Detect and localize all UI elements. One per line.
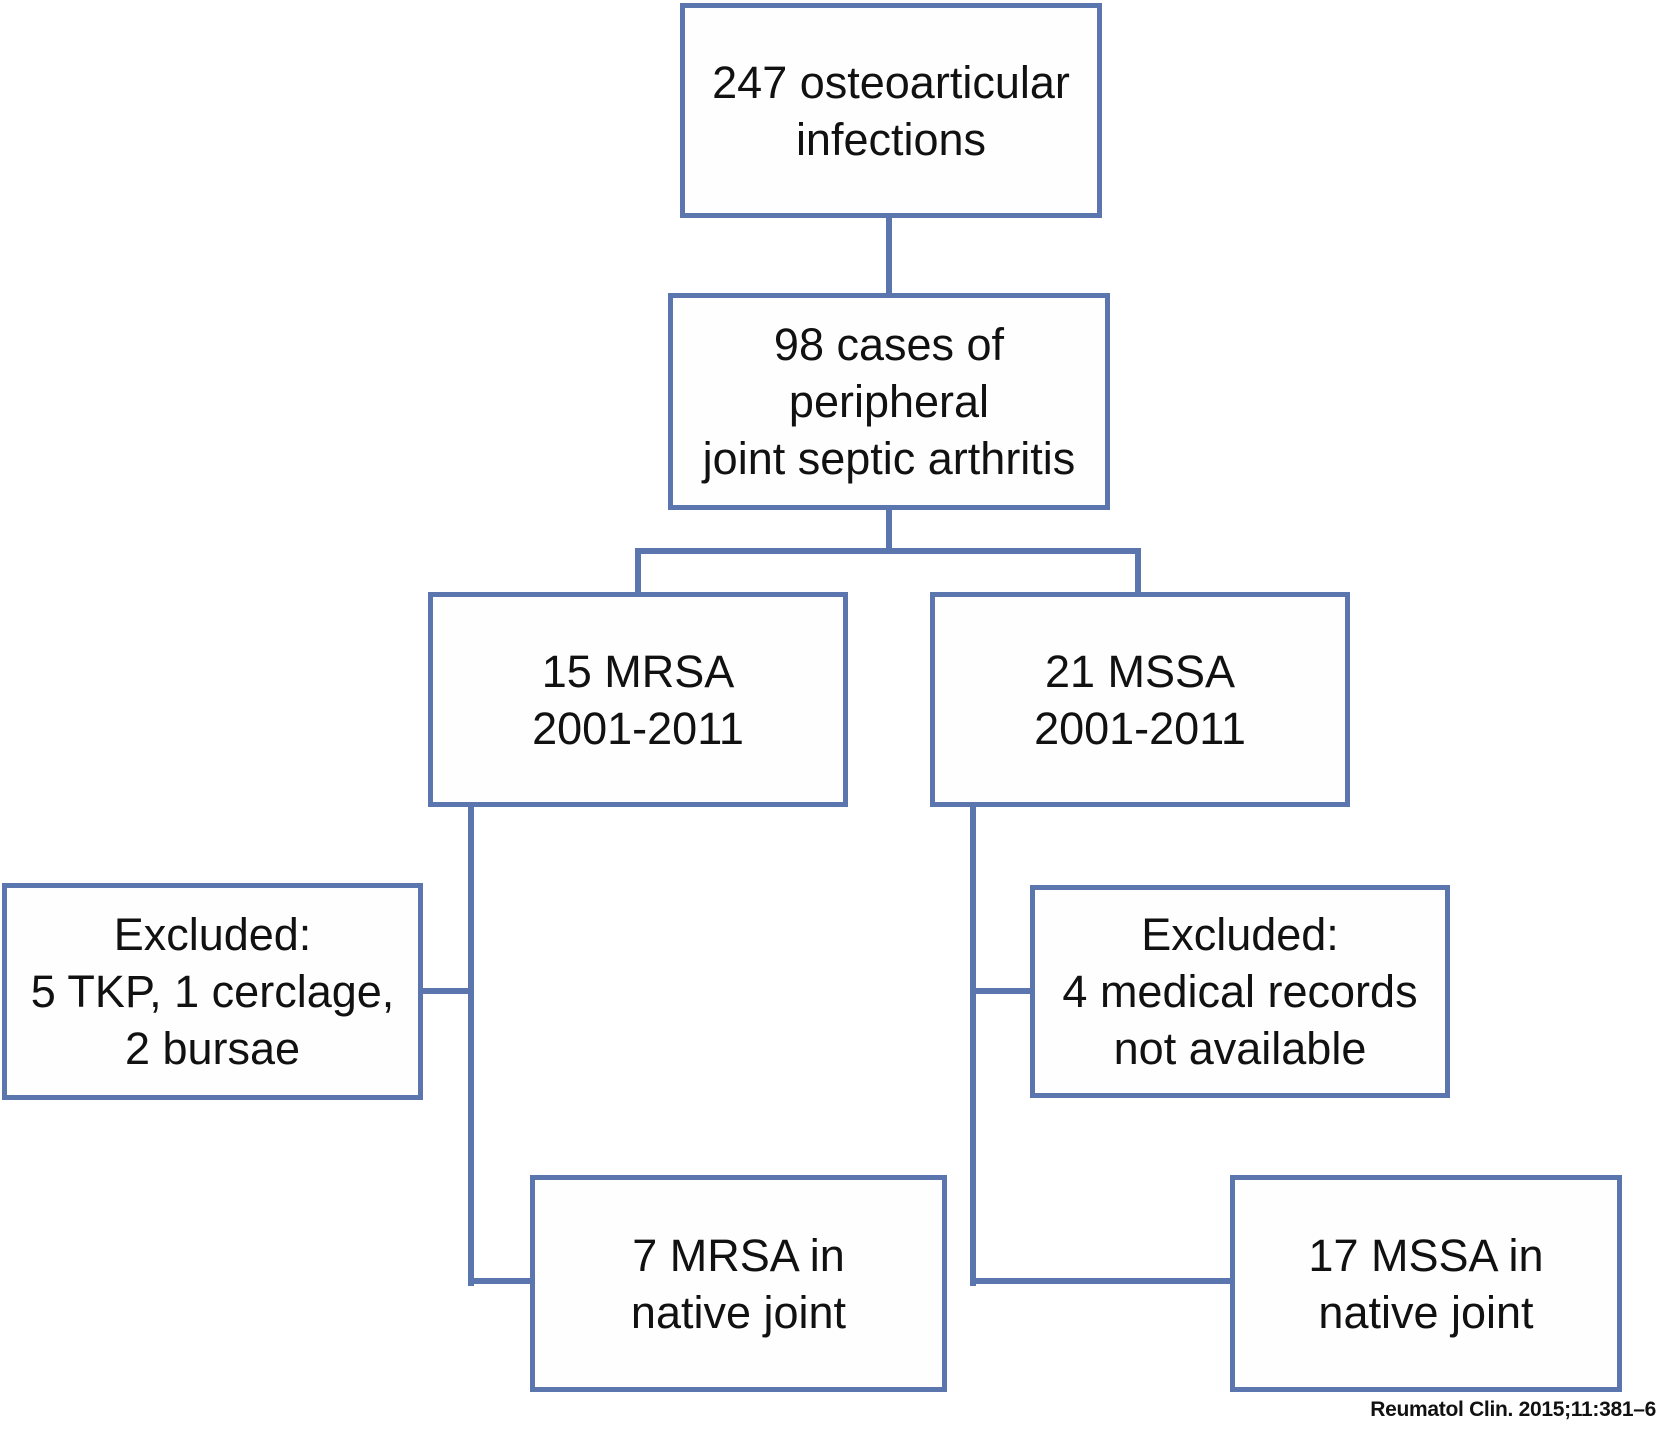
box-excluded-mssa: Excluded: 4 medical records not availabl… <box>1030 885 1450 1098</box>
box-osteoarticular-infections-line2: infections <box>795 113 987 165</box>
box-mssa-native-joint: 17 MSSA in native joint <box>1230 1175 1622 1392</box>
connector-excluded-mrsa-branch <box>420 988 472 994</box>
box-peripheral-septic-arthritis-line3: joint septic arthritis <box>702 433 1076 484</box>
box-mssa-2001-2011-line1: 21 MSSA <box>1044 645 1236 697</box>
box-mssa-native-joint-line1: 17 MSSA in <box>1308 1229 1544 1281</box>
box-mssa-native-joint-line2: native joint <box>1318 1286 1534 1338</box>
box-peripheral-septic-arthritis-line2: peripheral <box>788 376 990 427</box>
connector-split-horizontal <box>635 548 1141 554</box>
connector-mrsa-vertical <box>468 805 474 1286</box>
box-osteoarticular-infections-line1: 247 osteoarticular <box>712 56 1070 108</box>
connector-mssa-native-branch <box>972 1278 1234 1284</box>
connector-split-left-stub <box>635 548 641 594</box>
connector-total-to-peripheral <box>886 216 892 295</box>
box-mrsa-2001-2011: 15 MRSA 2001-2011 <box>428 592 848 807</box>
connector-mrsa-native-branch <box>470 1278 534 1284</box>
box-mrsa-2001-2011-line2: 2001-2011 <box>532 702 744 754</box>
box-mssa-2001-2011-line2: 2001-2011 <box>1034 702 1246 754</box>
box-excluded-mssa-line2: 4 medical records <box>1062 966 1418 1017</box>
connector-mssa-vertical <box>970 805 976 1286</box>
box-excluded-mrsa: Excluded: 5 TKP, 1 cerclage, 2 bursae <box>2 883 423 1100</box>
box-mrsa-native-joint: 7 MRSA in native joint <box>530 1175 947 1392</box>
box-mrsa-native-joint-line2: native joint <box>630 1286 847 1338</box>
box-mrsa-2001-2011-line1: 15 MRSA <box>541 645 735 697</box>
box-excluded-mssa-line3: not available <box>1113 1023 1367 1074</box>
box-excluded-mssa-line1: Excluded: <box>1141 909 1339 960</box>
citation: Reumatol Clin. 2015;11:381–6 <box>1370 1398 1656 1421</box>
box-excluded-mrsa-line2: 5 TKP, 1 cerclage, <box>30 966 395 1017</box>
box-peripheral-septic-arthritis: 98 cases of peripheral joint septic arth… <box>668 293 1110 510</box>
connector-split-right-stub <box>1135 548 1141 594</box>
box-excluded-mrsa-line3: 2 bursae <box>124 1023 301 1074</box>
box-osteoarticular-infections: 247 osteoarticular infections <box>680 3 1102 218</box>
box-peripheral-septic-arthritis-line1: 98 cases of <box>773 319 1005 370</box>
box-excluded-mrsa-line1: Excluded: <box>113 909 312 960</box>
box-mrsa-native-joint-line1: 7 MRSA in <box>632 1229 845 1281</box>
connector-excluded-mssa-branch <box>972 988 1034 994</box>
box-mssa-2001-2011: 21 MSSA 2001-2011 <box>930 592 1350 807</box>
connector-peripheral-down-stem <box>886 508 892 554</box>
